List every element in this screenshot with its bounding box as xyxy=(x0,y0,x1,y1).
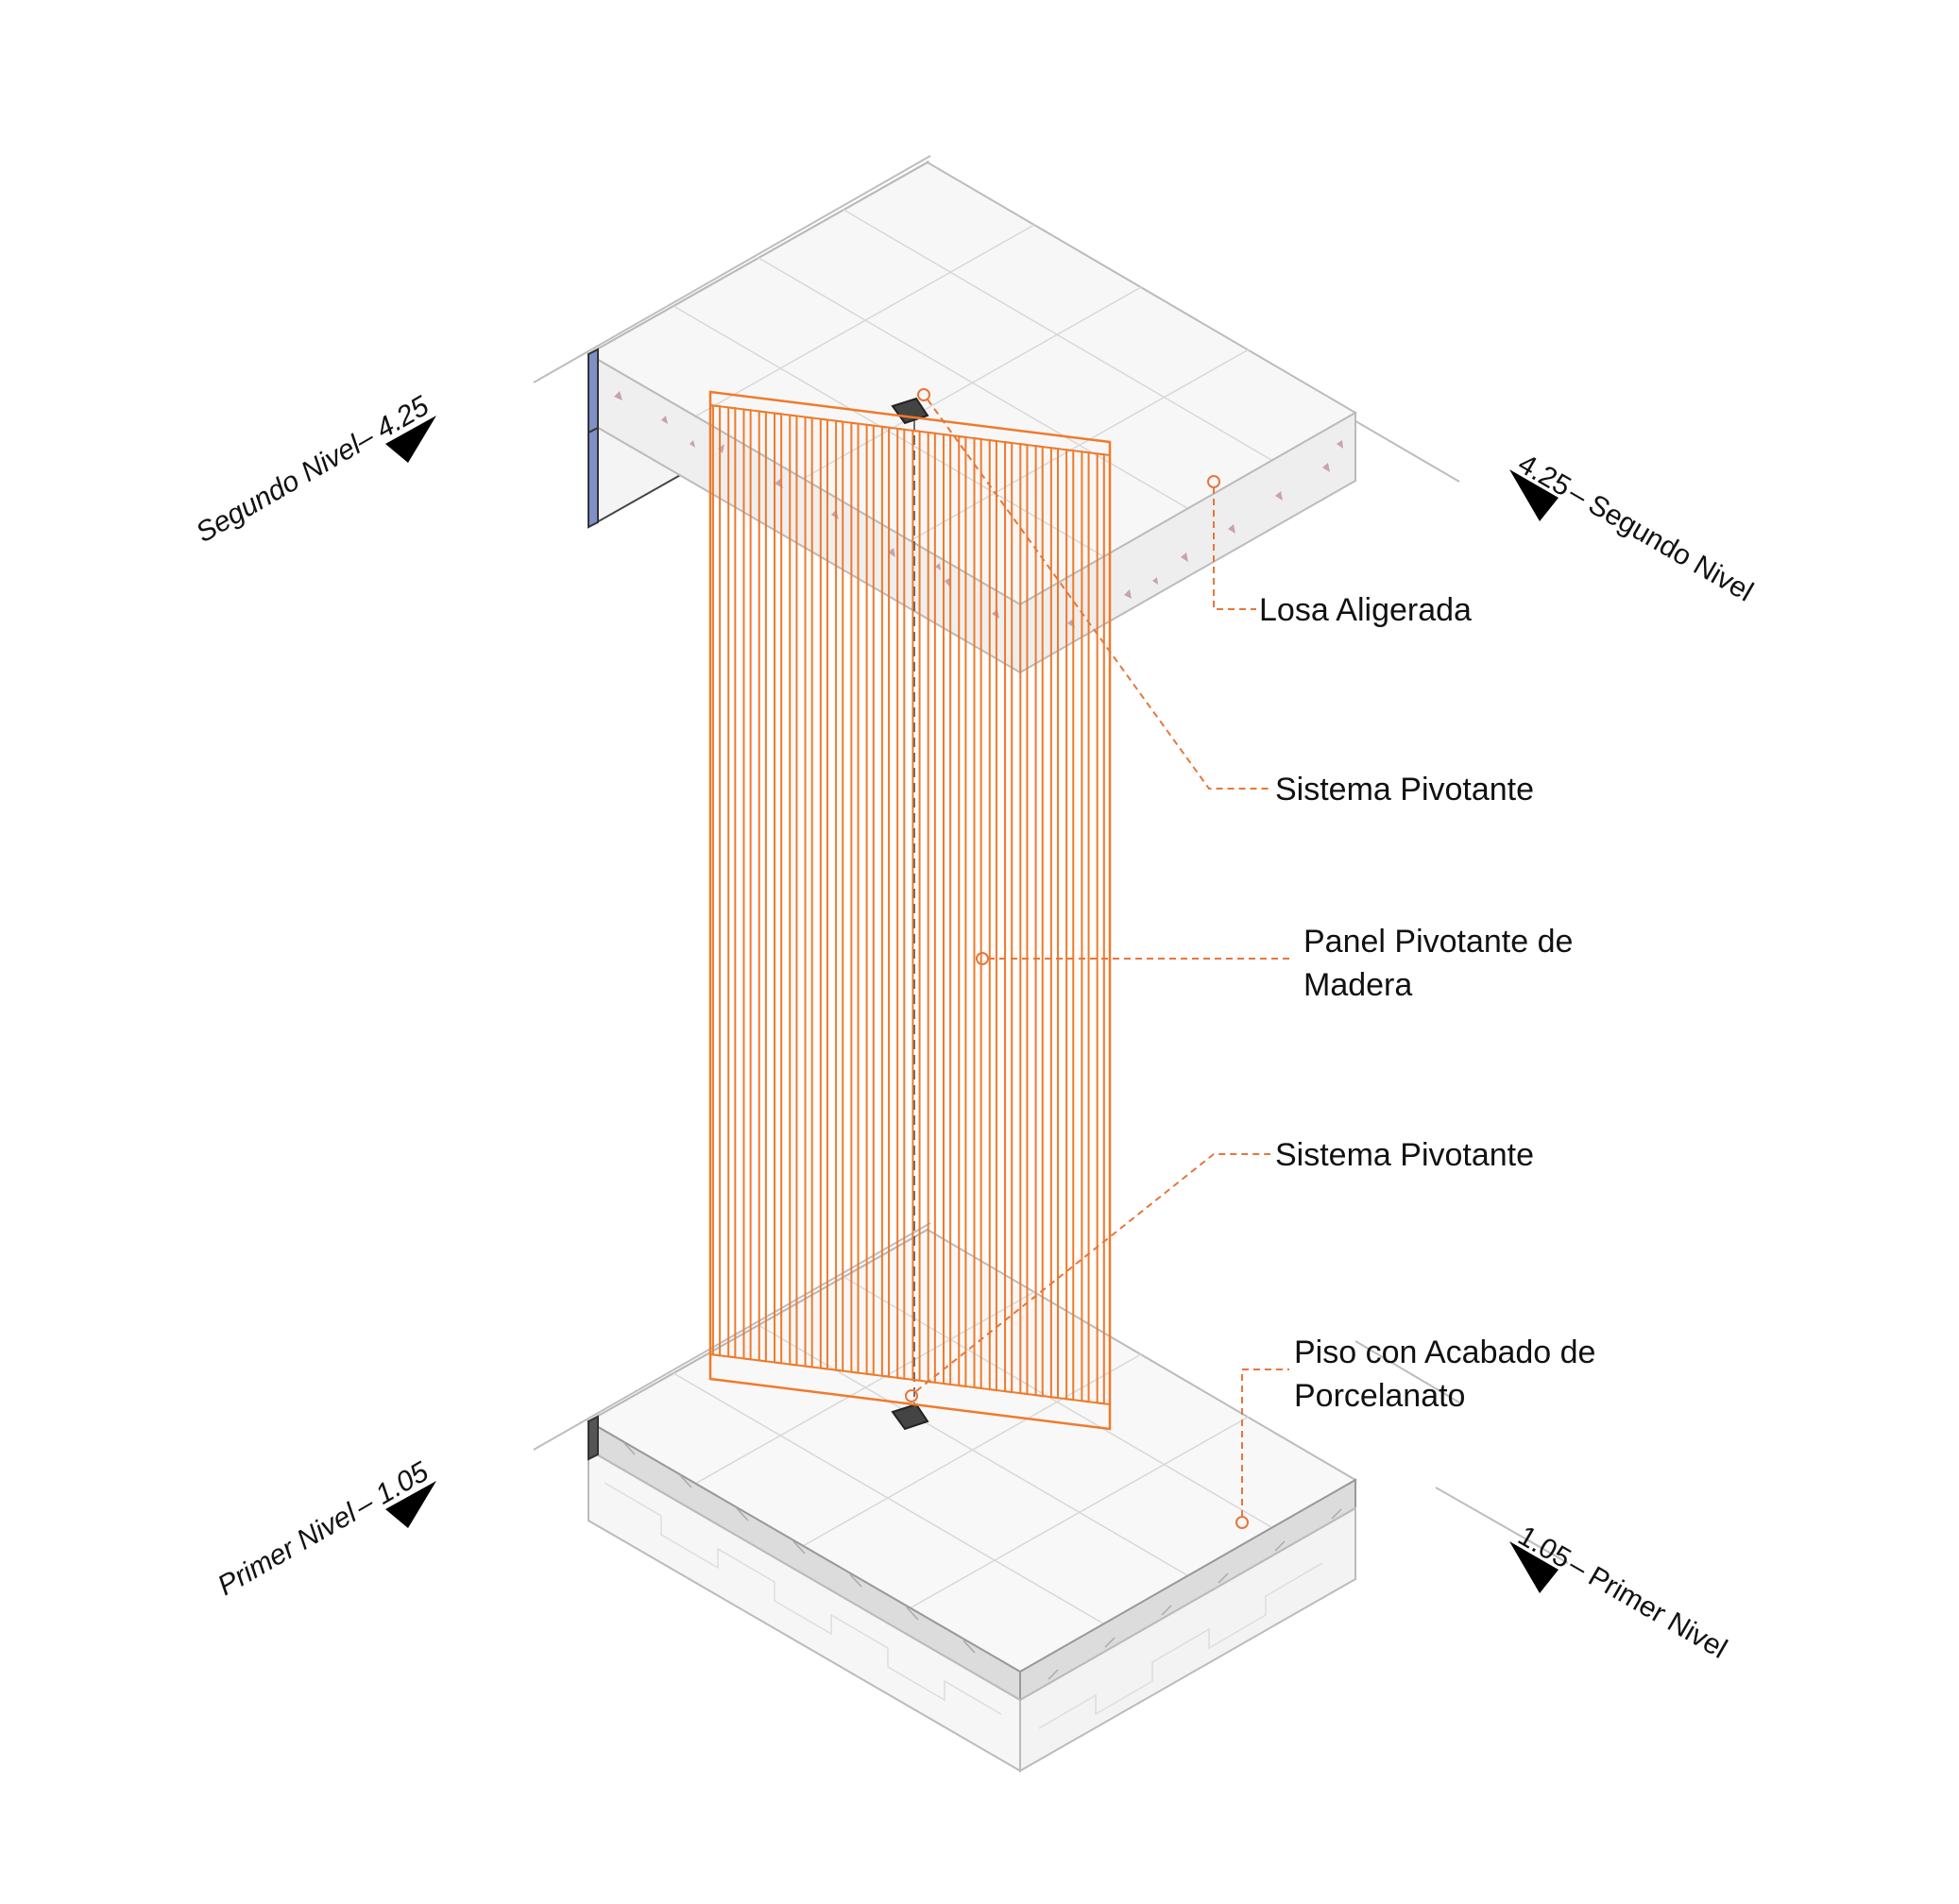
panel-slat xyxy=(988,438,997,1392)
panel-slat xyxy=(1019,443,1029,1396)
panel-slat xyxy=(1034,445,1044,1398)
panel-slat xyxy=(789,414,798,1367)
label-losa-aligerada: Losa Aligerada xyxy=(1259,592,1472,628)
lower-floor xyxy=(586,1228,1357,1773)
level-name-top-right: Segundo Nivel xyxy=(1583,488,1758,607)
panel-slat xyxy=(711,404,722,1357)
level-name-top-left: Segundo Nivel xyxy=(191,429,367,549)
upper-slab xyxy=(586,161,1357,674)
level-triangle-icon xyxy=(385,1481,436,1528)
wooden-pivot-panel xyxy=(708,390,1112,1431)
panel-frame xyxy=(708,390,1112,1431)
level-triangle-icon xyxy=(1509,1541,1559,1593)
level-marker-top-left: Segundo Nivel – 4.25 xyxy=(191,390,436,549)
panel-slat xyxy=(927,431,936,1384)
panel-slat xyxy=(727,406,737,1359)
level-triangle-icon xyxy=(385,416,436,463)
level-marker-bottom-right: 1.05 – Primer Nivel xyxy=(1509,1520,1732,1665)
level-marker-bottom-left: Primer Nivel – 1.05 xyxy=(213,1456,436,1602)
level-marker-top-right: 4.25 – Segundo Nivel xyxy=(1509,448,1758,608)
panel-slat xyxy=(819,417,828,1370)
level-triangle-icon xyxy=(1509,469,1559,521)
panel-slat xyxy=(774,412,783,1365)
panel-slat xyxy=(1065,449,1075,1402)
panel-slat xyxy=(1096,452,1105,1405)
panel-slat xyxy=(958,434,967,1388)
panel-slat xyxy=(911,429,921,1382)
label-piso-line2: Porcelanato xyxy=(1294,1378,1465,1414)
panel-slat xyxy=(896,427,906,1380)
panel-slat xyxy=(880,425,891,1378)
label-sistema-pivotante-bottom: Sistema Pivotante xyxy=(1275,1137,1534,1173)
panel-slat xyxy=(1081,450,1090,1403)
panel-slat xyxy=(804,416,813,1368)
panel-slat xyxy=(1004,440,1014,1394)
label-piso-line1: Piso con Acabado de xyxy=(1294,1334,1595,1370)
panel-slat xyxy=(835,419,844,1372)
pivot-bottom-hardware xyxy=(891,1402,929,1431)
panel-slat xyxy=(1049,447,1060,1400)
label-panel-line2: Madera xyxy=(1303,967,1412,1003)
panel-slat xyxy=(758,410,767,1363)
panel-slat xyxy=(850,421,860,1374)
panel-slat xyxy=(742,408,752,1361)
level-reference-lines xyxy=(533,155,1569,1564)
panel-slat xyxy=(973,436,982,1390)
panel-slat xyxy=(865,423,875,1376)
leader-lines xyxy=(905,388,1294,1529)
panel-slat xyxy=(942,433,952,1386)
level-name-bottom-right: Primer Nivel xyxy=(1583,1560,1732,1664)
label-sistema-pivotante-top: Sistema Pivotante xyxy=(1275,772,1534,808)
label-panel-line1: Panel Pivotante de xyxy=(1303,924,1573,960)
level-name-bottom-left: Primer Nivel xyxy=(213,1497,363,1602)
